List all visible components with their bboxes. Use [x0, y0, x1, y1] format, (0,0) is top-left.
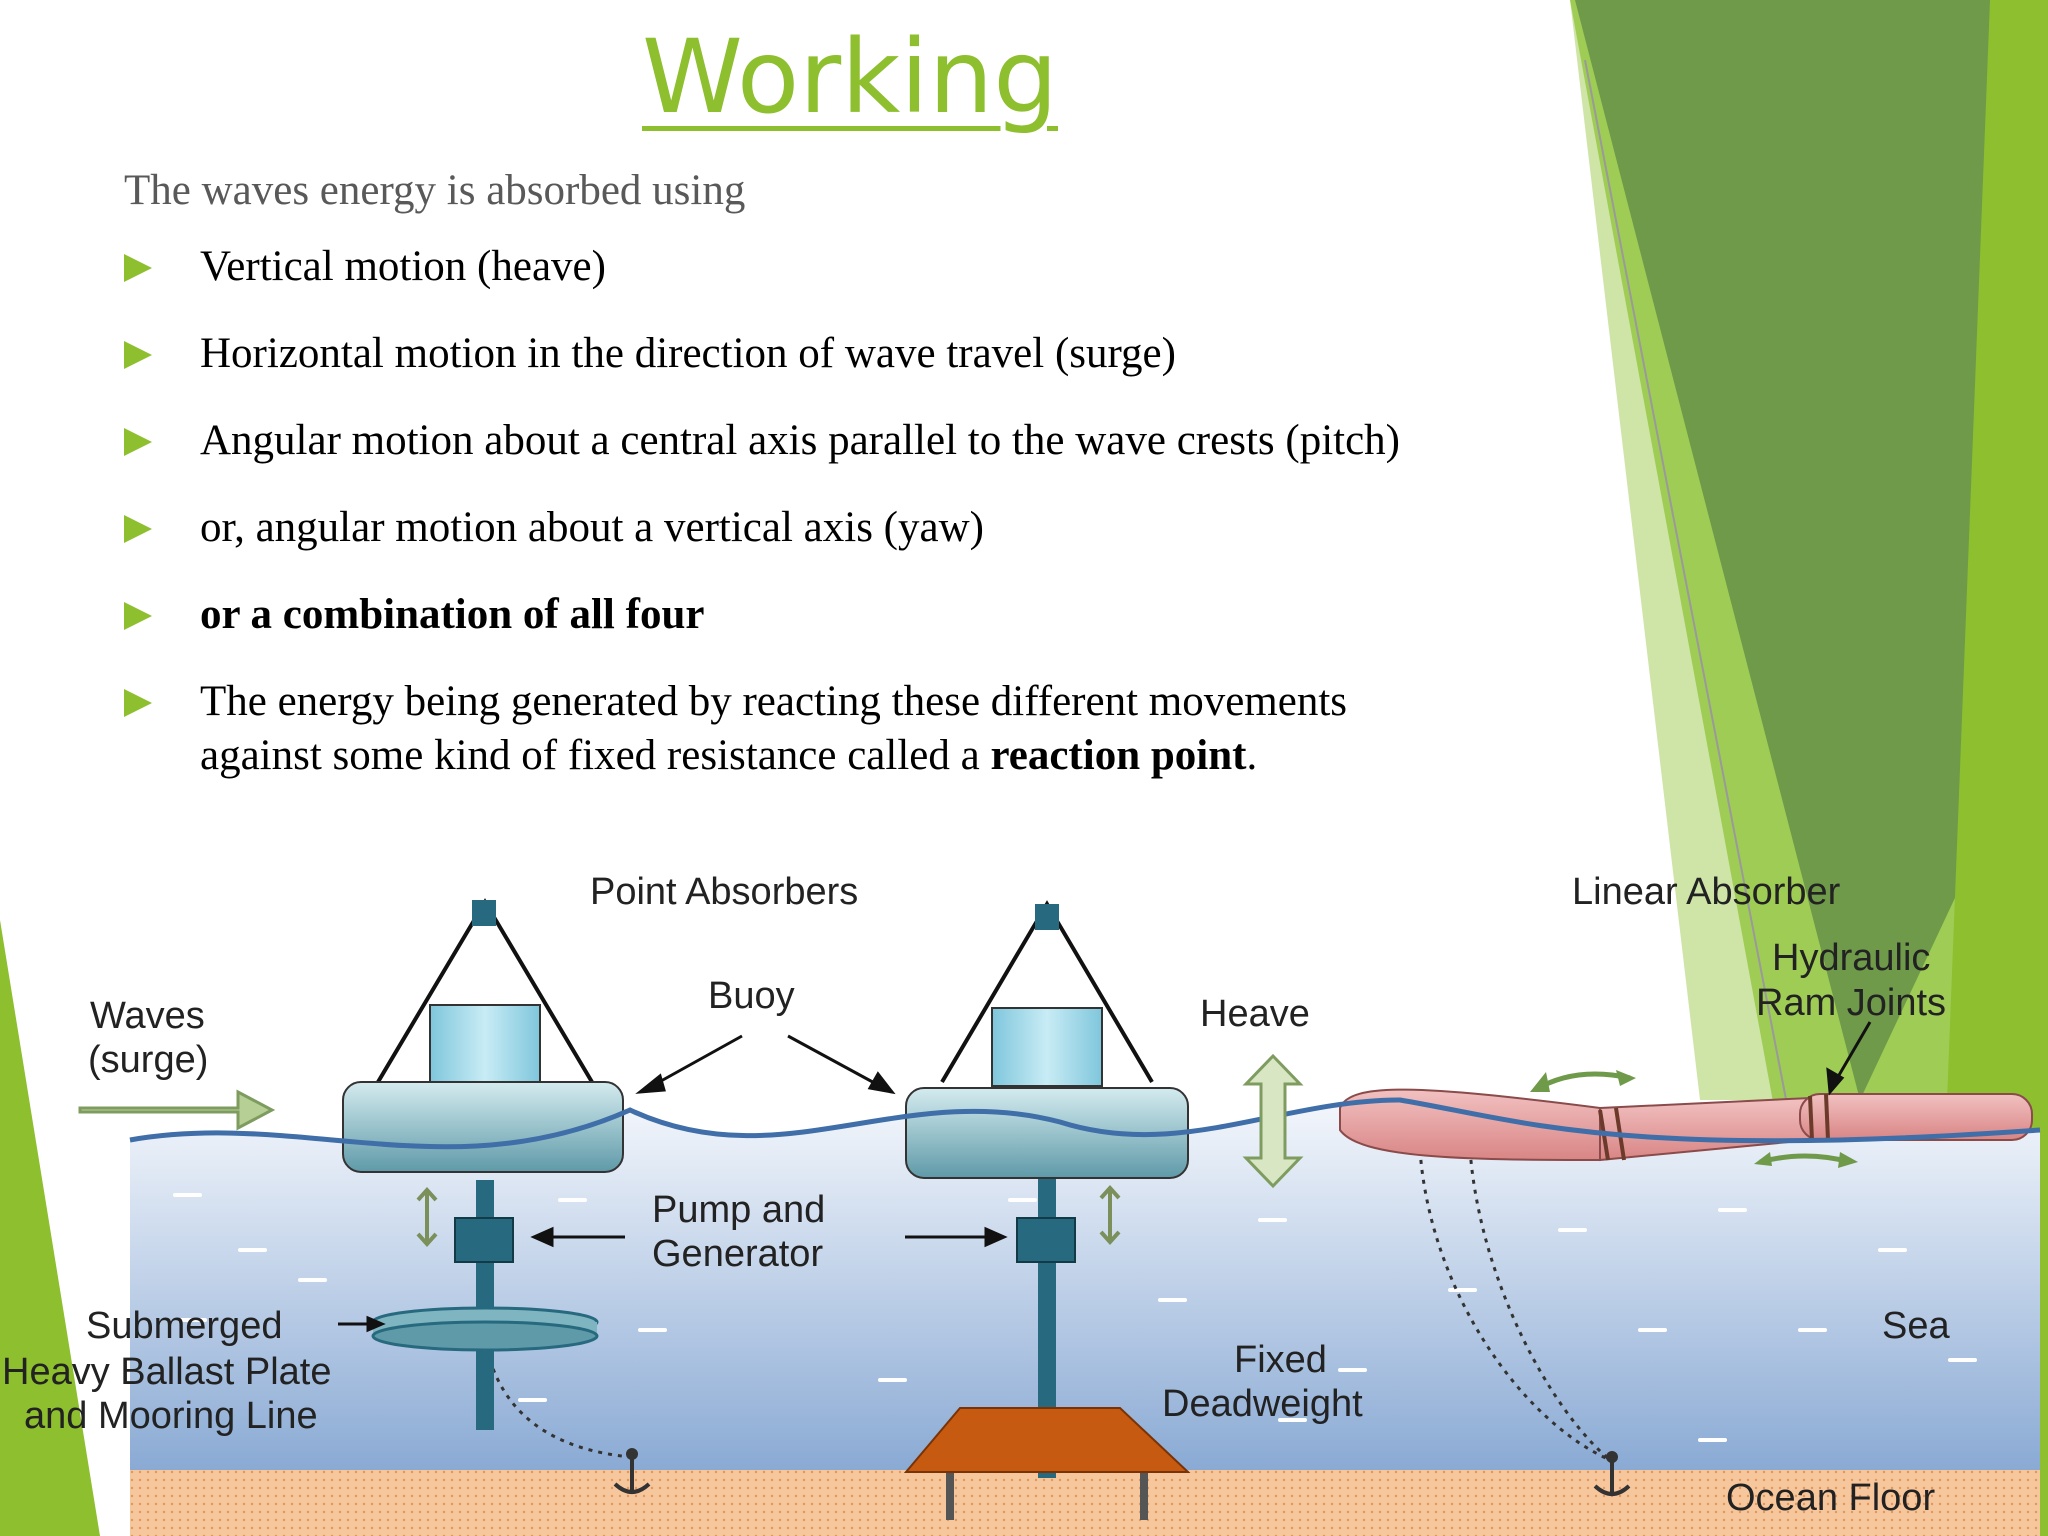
mooring-line-left [483, 1339, 631, 1459]
bullet-item: or a combination of all four [124, 588, 1524, 642]
wave-energy-diagram: Point Absorbers Linear Absorber Hydrauli… [2, 871, 2041, 1536]
bullet-text-line2-suffix: . [1246, 732, 1258, 779]
fixed-deadweight [903, 1407, 1191, 1520]
label-sea: Sea [1882, 1305, 1950, 1347]
bullet-text-line1: The energy being generated by reacting t… [200, 678, 1348, 725]
wave-surface-line [129, 1097, 2041, 1150]
anchor-icon [613, 1448, 651, 1494]
bullet-item: Horizontal motion in the direction of wa… [124, 327, 1524, 381]
bullet-list: Vertical motion (heave) Horizontal motio… [124, 240, 1524, 816]
ocean-floor [130, 1470, 2040, 1536]
label-pump-line2: Generator [652, 1233, 823, 1275]
bullet-arrow-icon [124, 341, 152, 369]
bullet-item: Angular motion about a central axis para… [124, 414, 1524, 468]
anchor-icon [1593, 1451, 1631, 1496]
bullet-text-line2-prefix: against some kind of fixed resistance ca… [200, 732, 991, 779]
bullet-text: Angular motion about a central axis para… [200, 417, 1400, 464]
label-submerged-line2: Heavy Ballast Plate [2, 1351, 332, 1393]
slide-title: Working [641, 18, 1059, 137]
label-hydraulic-line1: Hydraulic [1772, 937, 1930, 979]
bullet-item: Vertical motion (heave) [124, 240, 1524, 294]
label-fixed-line2: Deadweight [1162, 1383, 1363, 1425]
bullet-text: Horizontal motion in the direction of wa… [200, 330, 1176, 377]
bullet-text: Vertical motion (heave) [200, 243, 606, 290]
label-hydraulic-line2: Ram Joints [1756, 982, 1946, 1024]
intro-text: The waves energy is absorbed using [124, 167, 746, 214]
deco-thin-line [1584, 59, 1791, 1121]
heave-arrow-icon [1242, 1053, 1304, 1189]
sea-water [130, 1100, 2040, 1470]
bullet-text: or a combination of all four [200, 591, 705, 638]
label-heave: Heave [1200, 993, 1310, 1035]
label-buoy: Buoy [708, 975, 795, 1017]
bullet-arrow-icon [124, 602, 152, 630]
mooring-line-right-2 [1468, 1149, 1611, 1462]
bullet-item: or, angular motion about a vertical axis… [124, 501, 1524, 555]
pitch-arrowhead-icon [1838, 1152, 1858, 1168]
sea-dashes [173, 1193, 1977, 1452]
deco-left-green [0, 920, 100, 1536]
bullet-arrow-icon [124, 428, 152, 456]
bullet-arrow-icon [124, 689, 152, 717]
pitch-arrowhead-icon [1530, 1072, 1550, 1092]
label-linear-absorber: Linear Absorber [1572, 871, 1841, 913]
deco-dark-green [1575, 0, 2048, 1100]
label-waves-line2: (surge) [88, 1039, 208, 1081]
linear-absorber [1339, 1088, 2033, 1162]
small-heave-arrow-icon [416, 1187, 438, 1247]
label-ocean-floor: Ocean Floor [1726, 1477, 1935, 1519]
surge-arrow-icon [78, 1089, 276, 1131]
point-absorber-buoy-left [342, 898, 624, 1430]
bullet-arrow-icon [124, 254, 152, 282]
reaction-point-term: reaction point [990, 732, 1247, 779]
bullet-arrow-icon [124, 515, 152, 543]
bullet-text: or, angular motion about a vertical axis… [200, 504, 984, 551]
pointer-arrows [338, 1021, 1872, 1333]
pitch-arrow-icon [1533, 1071, 1631, 1093]
label-fixed-line1: Fixed [1234, 1339, 1327, 1381]
label-waves-line1: Waves [90, 995, 205, 1037]
label-pump-line1: Pump and [652, 1189, 825, 1231]
label-submerged-line3: and Mooring Line [24, 1395, 318, 1437]
small-heave-arrow-icon [1099, 1185, 1121, 1245]
bullet-item-reaction-point: The energy being generated by reacting t… [124, 675, 1524, 783]
label-point-absorbers: Point Absorbers [590, 871, 858, 913]
pitch-arrowhead-icon [1616, 1070, 1636, 1086]
label-submerged-line1: Submerged [86, 1305, 282, 1347]
pitch-arrowhead-icon [1754, 1152, 1772, 1166]
